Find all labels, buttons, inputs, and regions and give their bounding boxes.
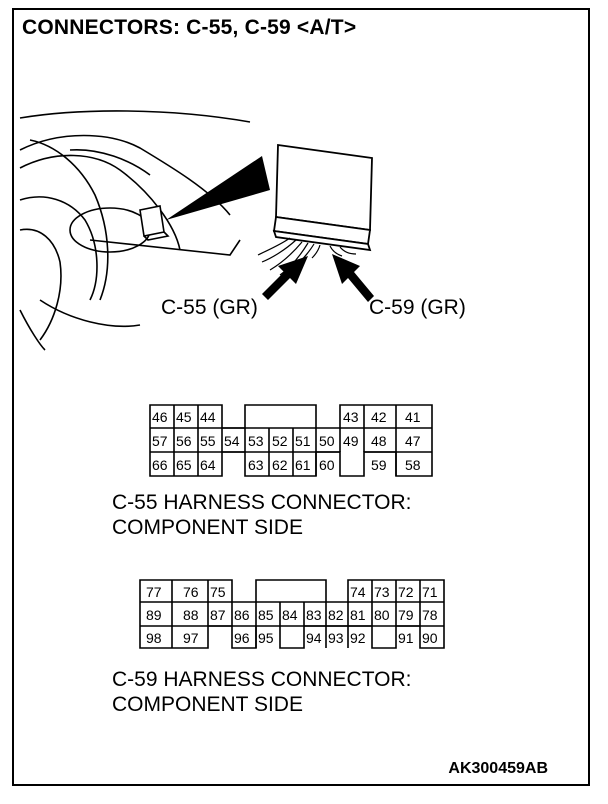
c55-pin: 45 xyxy=(176,409,192,425)
arrow-c55 xyxy=(262,256,308,300)
c59-pin: 96 xyxy=(234,630,250,646)
ecu-unit xyxy=(272,143,373,252)
c59-pin: 74 xyxy=(350,584,366,600)
c59-pin-labels: 77 76 75 74 73 72 71 89 88 87 86 85 84 8… xyxy=(146,584,438,646)
figure-code: AK300459AB xyxy=(448,760,548,777)
diagram-title: CONNECTORS: C-55, C-59 <A/T> xyxy=(22,16,357,39)
c55-pin: 64 xyxy=(200,457,216,473)
c59-pin: 80 xyxy=(374,607,390,623)
c55-pin: 57 xyxy=(152,433,168,449)
c59-caption-line1: C-59 HARNESS CONNECTOR: xyxy=(112,668,412,691)
c55-pin: 44 xyxy=(200,409,216,425)
c55-pin-labels: 46 45 44 43 42 41 57 56 55 54 53 52 51 5… xyxy=(152,409,421,473)
c55-pin: 46 xyxy=(152,409,168,425)
c55-pin: 53 xyxy=(248,433,264,449)
c59-pin: 72 xyxy=(398,584,414,600)
arrow-c59 xyxy=(332,254,374,302)
c55-pin: 42 xyxy=(371,409,387,425)
c59-pin: 79 xyxy=(398,607,414,623)
c55-pin: 65 xyxy=(176,457,192,473)
c59-pin: 89 xyxy=(146,607,162,623)
c59-pin: 76 xyxy=(183,584,199,600)
c55-pin: 48 xyxy=(371,433,387,449)
c59-caption-line2: COMPONENT SIDE xyxy=(112,693,303,716)
c55-pin: 59 xyxy=(371,457,387,473)
c59-connector xyxy=(139,579,445,649)
c55-pin: 61 xyxy=(295,457,311,473)
c59-pin: 73 xyxy=(374,584,390,600)
c55-pin: 60 xyxy=(319,457,335,473)
c55-pin: 49 xyxy=(343,433,359,449)
c55-connector xyxy=(149,404,433,477)
c55-pin: 54 xyxy=(224,433,240,449)
c59-pin: 91 xyxy=(398,630,414,646)
c59-pin: 77 xyxy=(146,584,162,600)
c59-pin: 85 xyxy=(258,607,274,623)
c55-pin: 63 xyxy=(248,457,264,473)
c59-caption: C-59 HARNESS CONNECTOR: COMPONENT SIDE xyxy=(112,667,412,717)
c55-pin: 58 xyxy=(405,457,421,473)
c55-pin: 55 xyxy=(200,433,216,449)
c55-pin: 52 xyxy=(272,433,288,449)
c55-pin: 62 xyxy=(272,457,288,473)
c55-pin: 56 xyxy=(176,433,192,449)
c59-pin: 94 xyxy=(306,630,322,646)
ecu-location-mark xyxy=(139,205,170,241)
c59-pin: 97 xyxy=(183,630,199,646)
c55-pin: 66 xyxy=(152,457,168,473)
c55-pin: 43 xyxy=(343,409,359,425)
c55-pin: 41 xyxy=(405,409,421,425)
c55-pin: 50 xyxy=(319,433,335,449)
c59-callout-label: C-59 (GR) xyxy=(369,296,466,319)
c59-pin: 81 xyxy=(350,607,366,623)
c59-pin: 88 xyxy=(183,607,199,623)
c55-pin: 47 xyxy=(405,433,421,449)
c59-pin: 95 xyxy=(258,630,274,646)
leader-wedge xyxy=(166,156,270,220)
c59-pin: 83 xyxy=(306,607,322,623)
c55-callout-label: C-55 (GR) xyxy=(161,296,258,319)
c59-pin: 78 xyxy=(422,607,438,623)
c59-pin: 75 xyxy=(210,584,226,600)
c59-pin: 86 xyxy=(234,607,250,623)
dashboard-illustration xyxy=(19,110,251,351)
c59-pin: 84 xyxy=(282,607,298,623)
c55-pin: 51 xyxy=(295,433,311,449)
c55-caption-line2: COMPONENT SIDE xyxy=(112,516,303,539)
c59-pin: 92 xyxy=(350,630,366,646)
c59-pin: 90 xyxy=(422,630,438,646)
c55-caption-line1: C-55 HARNESS CONNECTOR: xyxy=(112,491,412,514)
c59-pin: 71 xyxy=(422,584,438,600)
c55-caption: C-55 HARNESS CONNECTOR: COMPONENT SIDE xyxy=(112,490,412,540)
c59-pin: 87 xyxy=(210,607,226,623)
c59-pin: 93 xyxy=(328,630,344,646)
c59-pin: 98 xyxy=(146,630,162,646)
c59-pin: 82 xyxy=(328,607,344,623)
